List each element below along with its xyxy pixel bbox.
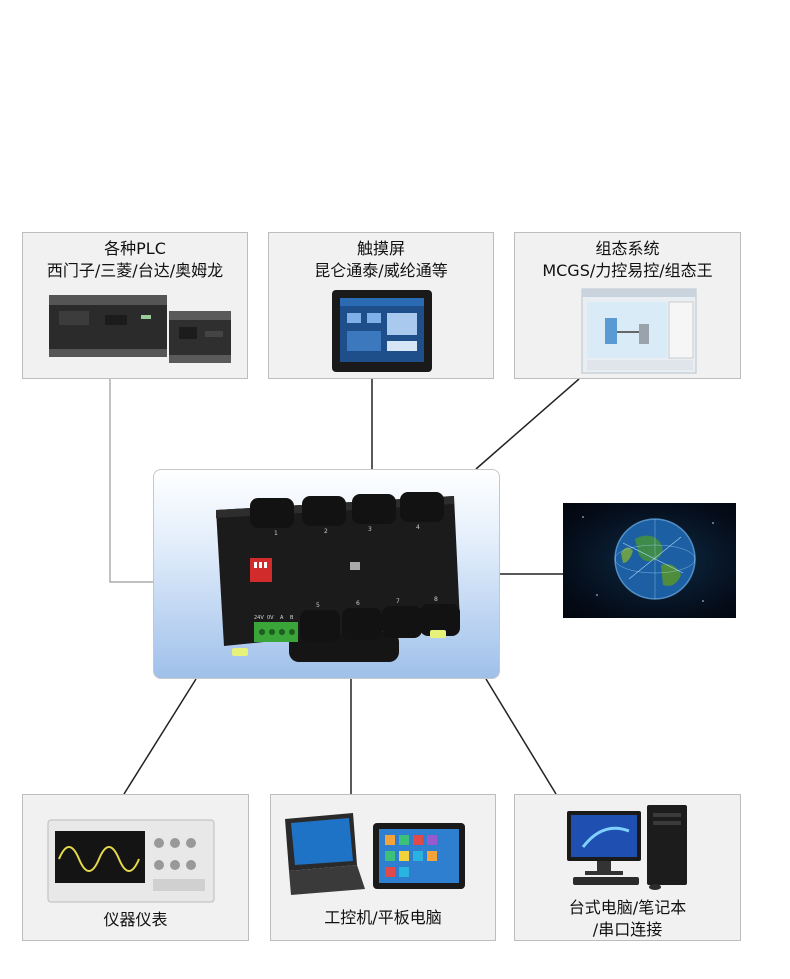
scada-subtitle: MCGS/力控易控/组态王	[542, 261, 713, 280]
channel-label-3: 3	[368, 526, 372, 533]
channel-label-1: 1	[274, 530, 278, 537]
instruments-connector	[123, 678, 197, 795]
plc-controller-icon	[49, 295, 231, 363]
desktop-computer-icon	[567, 805, 687, 890]
touchscreen-card: 触摸屏 昆仑通泰/威纶通等	[268, 232, 494, 379]
pc-connector	[485, 678, 557, 795]
pc-card: 台式电脑/笔记本 /串口连接	[514, 794, 741, 941]
channel-label-5: 5	[316, 602, 320, 609]
scada-connector	[475, 378, 580, 470]
channel-label-2: 2	[324, 528, 328, 535]
plc-card: 各种PLC 西门子/三菱/台达/奥姆龙	[22, 232, 248, 379]
ipc-title: 工控机/平板电脑	[324, 908, 442, 927]
terminal-label-b: B	[290, 615, 294, 621]
scada-card: 组态系统 MCGS/力控易控/组态王	[514, 232, 741, 379]
terminal-label-a: A	[280, 615, 284, 621]
gateway-hub: 1 2 3 4 5 6 7 8 24V 0V A B	[153, 469, 500, 679]
rugged-laptop-tablet-icon	[285, 813, 465, 895]
gateway-device-icon	[216, 492, 460, 662]
terminal-label-24v: 24V	[254, 615, 264, 621]
touchscreen-title: 触摸屏	[356, 239, 405, 258]
scada-screen-icon	[581, 288, 697, 374]
earth-network-icon	[582, 516, 714, 602]
ipc-card: 工控机/平板电脑	[270, 794, 496, 941]
touchscreen-subtitle: 昆仑通泰/威纶通等	[314, 261, 448, 280]
plc-subtitle: 西门子/三菱/台达/奥姆龙	[46, 261, 224, 280]
instruments-card: 仪器仪表	[22, 794, 249, 941]
pc-subtitle: /串口连接	[592, 920, 663, 939]
scada-title: 组态系统	[595, 239, 660, 258]
plc-title: 各种PLC	[104, 239, 166, 258]
touch-panel-icon	[332, 290, 432, 372]
terminal-label-0v: 0V	[267, 615, 274, 621]
plc-connector	[109, 379, 153, 583]
channel-label-4: 4	[416, 524, 420, 531]
oscilloscope-icon	[47, 819, 215, 903]
channel-label-7: 7	[396, 598, 400, 605]
channel-label-6: 6	[356, 600, 360, 607]
instruments-title: 仪器仪表	[103, 910, 168, 929]
channel-label-8: 8	[434, 596, 438, 603]
pc-title: 台式电脑/笔记本	[568, 898, 687, 917]
cloud-network-panel	[563, 503, 736, 618]
